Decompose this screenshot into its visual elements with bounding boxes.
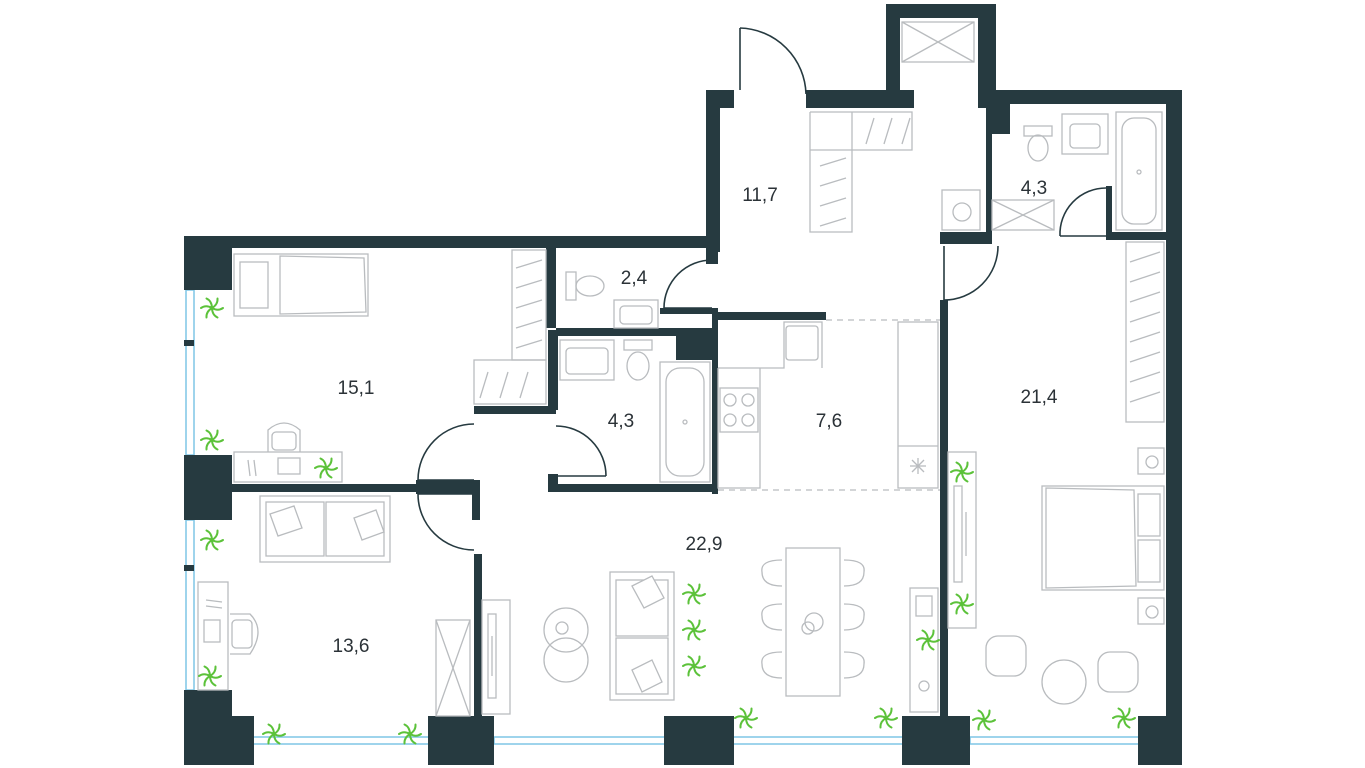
bathroom-top-right-fixtures (991, 111, 1163, 231)
stove-icon (719, 387, 759, 433)
sink-icon (1061, 113, 1109, 155)
bathtub-icon (1115, 111, 1163, 231)
room-area-bathroom-top-right: 4,3 (1021, 178, 1047, 199)
wardrobe-hall (809, 111, 913, 233)
bathtub-icon (659, 361, 711, 483)
room-area-bedroom-top-left: 15,1 (338, 378, 375, 399)
sideboard-icon (909, 587, 939, 713)
walls (184, 4, 1182, 765)
chair-icon (230, 613, 259, 655)
plant-icon (682, 655, 706, 677)
plant-icon (972, 709, 996, 731)
chair-icon (267, 422, 301, 452)
toilet-icon (623, 339, 653, 381)
sofa-icon (609, 571, 675, 701)
plant-icon (950, 593, 974, 615)
ventilation-shaft-icon (901, 21, 975, 63)
master-bedroom-furniture (947, 241, 1165, 705)
wc-door-icon (663, 259, 713, 309)
bedroom-13-furniture (197, 495, 471, 717)
wardrobe-bedroom-15 (473, 249, 547, 405)
entrance-door-icon (739, 27, 807, 95)
plant-icon (682, 583, 706, 605)
nightstand-icon (1137, 447, 1165, 625)
wc-fixtures (565, 271, 659, 329)
wardrobe-master (1125, 241, 1165, 423)
bathroom-center-door-icon (555, 425, 607, 477)
sink-icon (785, 325, 819, 361)
dining-table-icon (785, 547, 841, 697)
plant-icon (198, 665, 222, 687)
armchairs-icon (985, 635, 1139, 705)
washing-machine-icon (941, 189, 981, 231)
bedroom-15-furniture (233, 249, 547, 483)
desk-icon (233, 451, 343, 483)
bed-icon (1041, 485, 1165, 591)
plant-icon (200, 529, 224, 551)
room-area-master-bedroom: 21,4 (1021, 387, 1058, 408)
toilet-icon (1023, 125, 1053, 162)
fridge-icon (910, 458, 926, 474)
plants (198, 297, 1136, 745)
plant-icon (950, 461, 974, 483)
living-furniture (481, 547, 939, 715)
room-labels: 11,7 4,3 2,4 15,1 4,3 7,6 21,4 22,9 13,6 (333, 178, 1058, 657)
master-bedroom-door-icon (943, 245, 999, 301)
doors (417, 27, 1107, 551)
tv-stand-icon (481, 599, 511, 715)
toilet-icon (565, 271, 605, 301)
plant-icon (1112, 707, 1136, 729)
plant-icon (314, 457, 338, 479)
plant-icon (682, 619, 706, 641)
desk-icon (197, 581, 229, 691)
room-area-living-room: 22,9 (686, 534, 723, 555)
room-area-wc: 2,4 (621, 268, 648, 289)
plant-icon (734, 707, 758, 729)
room-area-hall: 11,7 (742, 185, 778, 206)
room-area-bathroom-center: 4,3 (608, 411, 634, 432)
wardrobe-bedroom-13 (435, 619, 471, 717)
plant-icon (200, 297, 224, 319)
plant-icon (874, 707, 898, 729)
room-area-kitchen: 7,6 (816, 411, 842, 432)
plant-icon (398, 723, 422, 745)
coffee-table-icon (543, 607, 589, 683)
kitchen-fixtures (717, 319, 940, 491)
plant-icon (262, 723, 286, 745)
tv-console-icon (947, 451, 977, 629)
bedroom-13-door-icon (417, 493, 475, 551)
sink-icon (559, 339, 615, 381)
sink-icon (613, 299, 659, 329)
plant-icon (916, 629, 940, 651)
plant-icon (200, 429, 224, 451)
sofa-icon (259, 495, 391, 563)
bedroom-15-door-icon (417, 423, 475, 481)
room-area-bedroom-bottom-left: 13,6 (333, 636, 370, 657)
bed-icon (233, 253, 369, 317)
bathroom-top-door-icon (1059, 187, 1107, 237)
bathroom-center-fixtures (559, 339, 711, 483)
dining-chairs (761, 559, 865, 679)
